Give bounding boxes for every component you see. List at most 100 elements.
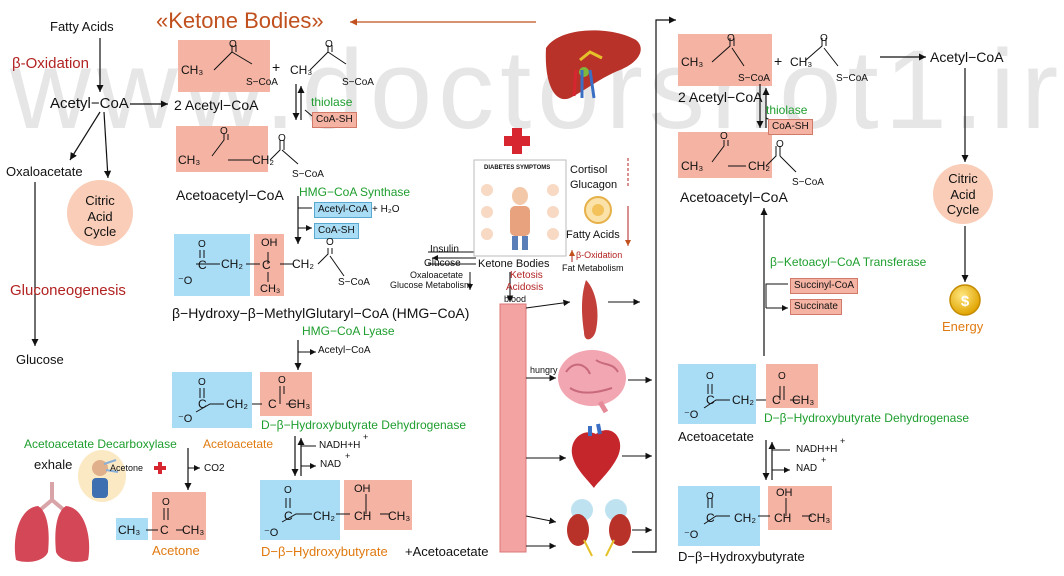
center-thiolase: thiolase	[311, 95, 353, 109]
center-coa-sh: CoA-SH	[312, 112, 357, 128]
right-citric-acid-cycle: Citric Acid Cycle	[946, 171, 980, 218]
chem-ch2-5: CH₂	[221, 257, 243, 271]
r-chem-o-6: O	[778, 371, 786, 382]
chem-scoa-6: S−CoA	[338, 277, 370, 288]
right-coa-sh: CoA-SH	[768, 119, 813, 135]
citric-acid-cycle-right	[933, 164, 993, 224]
r-chem-o-2: O	[820, 33, 828, 44]
r-chem-o-5: O	[706, 371, 714, 382]
arrow-acetyl-to-oxalo	[69, 111, 101, 161]
chem-ch-10: CH	[354, 509, 372, 523]
center-dbhb: D−β−Hydroxybutyrate	[261, 544, 388, 559]
right-nad-plus: +	[821, 455, 827, 465]
center-acetyl-coa-tag: Acetyl-CoA	[314, 202, 373, 218]
bhb-pink-box	[344, 480, 412, 530]
center-nad-plus: +	[345, 451, 351, 461]
chem-ch3-2: CH₃	[290, 63, 313, 77]
chem-o-8: O	[278, 375, 286, 386]
chem-ch2-6: CH₂	[292, 257, 314, 271]
panel-ketone-bodies: Ketone Bodies	[478, 258, 550, 270]
chem-o-4: O	[278, 133, 286, 144]
r-chem-o-3: O	[720, 131, 728, 142]
center-dbhb-dehydrogenase: D−β−Hydroxybutyrate Dehydrogenase	[261, 418, 467, 432]
chem-o-5: O	[198, 239, 206, 250]
r-chem-scoa-3: S−CoA	[792, 177, 824, 188]
center-hmg-coa: β−Hydroxy−β−MethylGlutaryl−CoA (HMG−CoA)	[172, 305, 470, 321]
panel-fat-metabolism: Fat Metabolism	[562, 263, 624, 273]
panel-blood: blood	[504, 294, 527, 304]
center-co2: CO2	[204, 463, 225, 474]
muscle-icon	[582, 280, 598, 340]
right-acetoacetate: Acetoacetate	[678, 429, 754, 444]
center-acetyl-coa-out: Acetyl−CoA	[318, 345, 371, 356]
left-beta-oxidation: β-Oxidation	[12, 55, 89, 72]
chem-minus-o-5: ⁻O	[178, 275, 193, 287]
right-acetyl-coa: Acetyl−CoA	[930, 49, 1004, 65]
chem-o-10: O	[284, 485, 292, 496]
chem-minus-o-10: ⁻O	[264, 527, 279, 539]
chem-c-9: C	[160, 523, 169, 537]
r-chem-scoa-2: S−CoA	[836, 73, 868, 84]
right-energy: Energy	[942, 319, 984, 334]
chem-ch3-9a: CH₃	[118, 523, 141, 537]
medical-cross-icon	[504, 128, 530, 154]
center-acetoacetate-decarboxylase: Acetoacetate Decarboxylase	[24, 437, 177, 451]
left-gluconeogenesis: Gluconeogenesis	[10, 282, 126, 299]
r-chem-plus-1: +	[774, 53, 783, 69]
r-chem-scoa-1: S−CoA	[738, 73, 770, 84]
right-acetoacetate-blue	[678, 364, 756, 424]
panel-ketosis: Ketosis	[510, 270, 543, 281]
chem-scoa-1: S−CoA	[246, 77, 278, 88]
chem-ch2-7: CH₂	[226, 397, 248, 411]
center-acetoacetyl-coa: Acetoacetyl−CoA	[176, 187, 284, 203]
r-chem-oh-7: OH	[776, 487, 793, 499]
center-coa-sh-2: CoA-SH	[314, 223, 359, 239]
chem-o-6: O	[326, 237, 334, 248]
panel-oxaloacetate: Oxaloacetate	[410, 270, 464, 280]
center-hmg-synthase: HMG−CoA Synthase	[299, 185, 411, 199]
center-plus-h2o: + H₂O	[372, 204, 400, 215]
chem-scoa-2: S−CoA	[342, 77, 374, 88]
chem-ch2-3: CH₂	[252, 153, 274, 167]
right-thiolase: thiolase	[766, 103, 808, 117]
left-oxaloacetate: Oxaloacetate	[6, 164, 83, 179]
right-nad: NAD	[796, 463, 818, 474]
panel-glucose-metabolism: Glucose Metabolism	[390, 280, 472, 290]
center-nadh: NADH+H	[319, 440, 361, 451]
chem-c-6: C	[262, 258, 271, 272]
right-succinyl-coa: Succinyl-CoA	[790, 278, 859, 294]
panel-fatty-acids: Fatty Acids	[566, 229, 620, 241]
acetyl-box-1	[178, 40, 270, 92]
right-acetyl-box	[678, 34, 772, 86]
chem-minus-o-7: ⁻O	[178, 413, 193, 425]
r-chem-minus-o-7: ⁻O	[684, 529, 699, 541]
r-chem-ch3-2: CH₃	[790, 55, 813, 69]
chem-o-7: O	[198, 377, 206, 388]
right-acetoacetyl-box	[678, 132, 772, 178]
right-acetoacetyl-coa: Acetoacetyl−CoA	[680, 189, 788, 205]
chem-o-3: O	[220, 126, 228, 137]
hmg-pink-box	[254, 234, 284, 296]
panel-beta-oxidation: β-Oxidation	[576, 250, 623, 260]
left-fatty-acids: Fatty Acids	[50, 19, 114, 34]
acetoacetate-blue-box	[172, 372, 252, 428]
heart-icon	[571, 423, 621, 488]
chem-scoa-3: S−CoA	[292, 169, 324, 180]
chem-ch3-6: CH₃	[260, 283, 281, 295]
r-chem-ch-7: CH	[774, 511, 792, 525]
r-chem-ch2-7: CH₂	[734, 511, 756, 525]
chem-plus-1: +	[272, 59, 281, 75]
hmg-blue-box	[174, 234, 250, 296]
small-cross-icon	[154, 462, 166, 474]
bhb-blue-box	[260, 480, 340, 540]
panel-hungry: hungry	[530, 365, 558, 375]
right-transferase: β−Ketoacyl−CoA Transferase	[770, 255, 927, 269]
r-chem-o-4: O	[776, 139, 784, 150]
citric-acid-cycle-left	[67, 180, 133, 246]
acetone-pink-box	[152, 492, 206, 540]
center-acetone-tag: Acetone	[110, 463, 144, 473]
acetoacetate-pink-box	[260, 372, 312, 416]
left-citric-acid-cycle: Citric Acid Cycle	[83, 193, 117, 240]
chem-o-2: O	[325, 39, 333, 50]
diabetes-body-figure	[481, 184, 559, 250]
